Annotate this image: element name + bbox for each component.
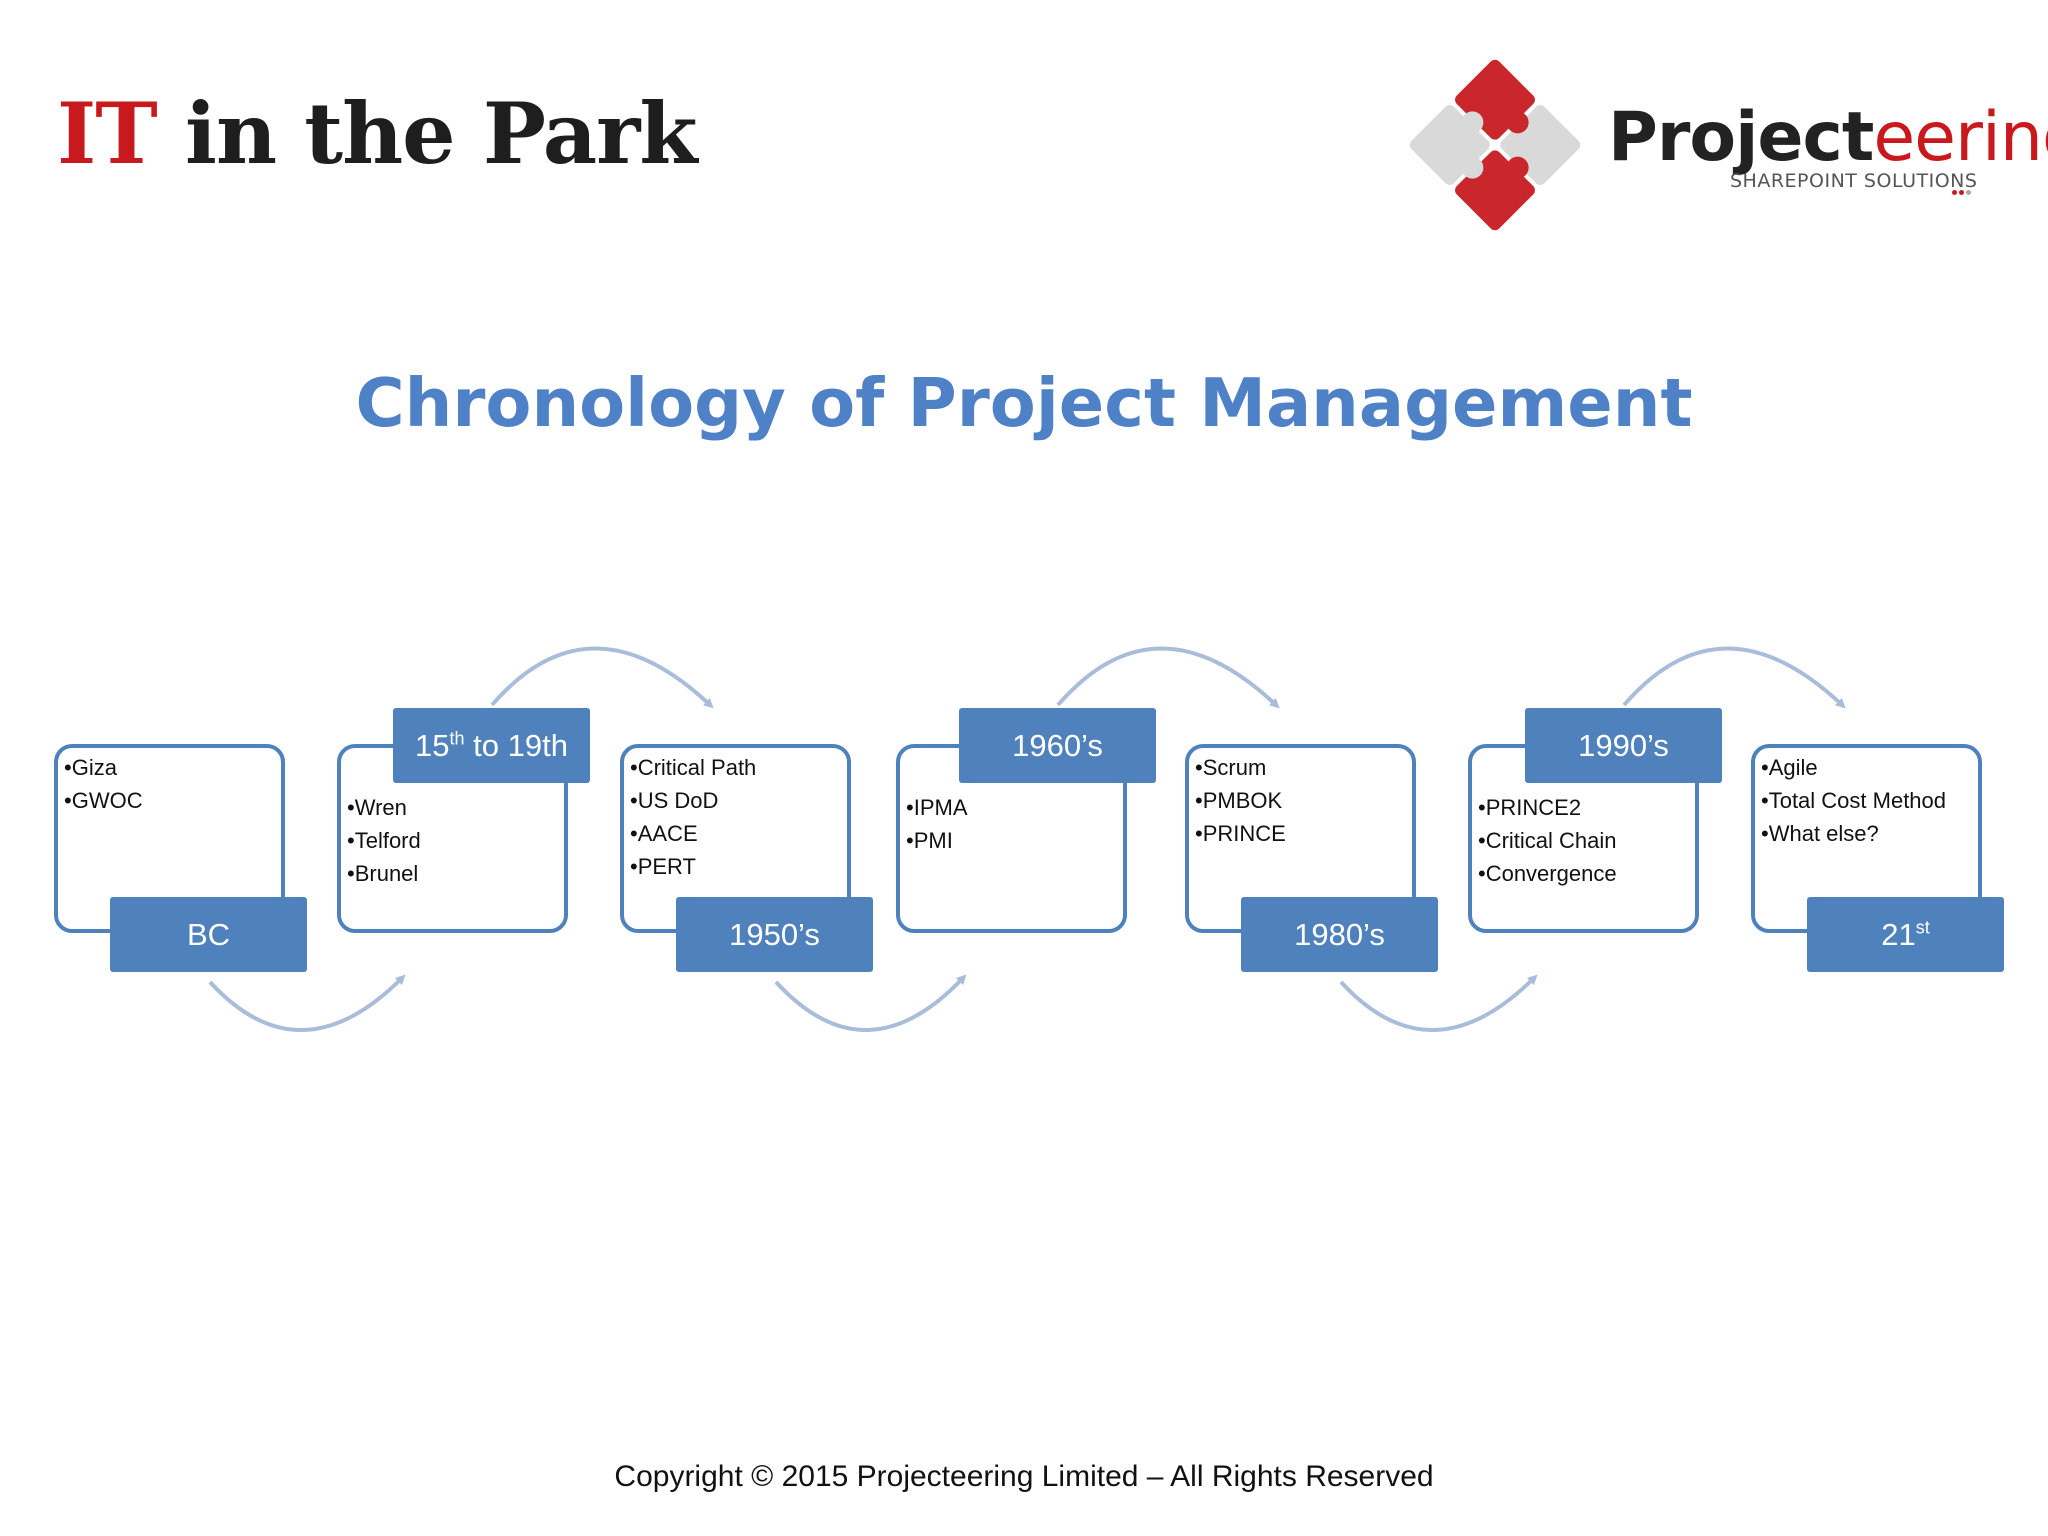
stage-items-1950s: Critical Path US DoD AACE PERT: [630, 751, 757, 883]
list-item: Agile: [1761, 751, 1946, 784]
stage-items-bc: Giza GWOC: [64, 751, 143, 817]
list-item: PRINCE: [1195, 817, 1286, 850]
stage-label-15th-19th: 15th to 19th: [393, 708, 590, 783]
stage-label-bc: BC: [110, 897, 307, 972]
arrow-1950s-to-1960s: [774, 974, 967, 1032]
stage-items-1990s: PRINCE2 Critical Chain Convergence: [1478, 791, 1617, 890]
company-name: Projecteering: [1608, 98, 2048, 177]
list-item: Total Cost Method: [1761, 784, 1946, 817]
list-item: PERT: [630, 850, 756, 883]
tagline-dots: [1952, 182, 1973, 200]
list-item: AACE: [630, 817, 756, 850]
it-in-the-park-logo: IT in the Park: [57, 92, 698, 176]
stage-label-21st: 21st: [1807, 897, 2004, 972]
page-title: Chronology of Project Management: [355, 364, 1693, 442]
company-tagline: SHAREPOINT SOLUTIONS: [1730, 170, 1978, 192]
list-item: Scrum: [1195, 751, 1286, 784]
list-item: Brunel: [347, 857, 421, 890]
list-item: What else?: [1761, 817, 1946, 850]
list-item: IPMA: [906, 791, 968, 824]
stage-label-1950s: 1950’s: [676, 897, 873, 972]
list-item: GWOC: [64, 784, 143, 817]
list-item: PMBOK: [1195, 784, 1286, 817]
list-item: Critical Path: [630, 751, 757, 784]
projecteering-logo: Projecteering SHAREPOINT SOLUTIONS: [1400, 50, 2048, 240]
list-item: Critical Chain: [1478, 824, 1617, 857]
list-item: PMI: [906, 824, 968, 857]
logo-park-text: in the Park: [156, 84, 698, 183]
arrow-15th-to-1950s: [490, 646, 714, 709]
stage-items-21st: Agile Total Cost Method What else?: [1761, 751, 1946, 850]
arrow-1980s-to-1990s: [1339, 974, 1538, 1032]
stage-items-1980s: Scrum PMBOK PRINCE: [1195, 751, 1286, 850]
arrow-1990s-to-21st: [1622, 646, 1846, 709]
list-item: Wren: [347, 791, 421, 824]
stage-items-1960s: IPMA PMI: [906, 791, 968, 857]
list-item: Telford: [347, 824, 421, 857]
copyright-footer: Copyright © 2015 Projecteering Limited –…: [614, 1460, 1434, 1493]
puzzle-diamond-icon: [1409, 59, 1581, 231]
stage-label-1980s: 1980’s: [1241, 897, 1438, 972]
list-item: Giza: [64, 751, 143, 784]
list-item: PRINCE2: [1478, 791, 1617, 824]
list-item: US DoD: [630, 784, 756, 817]
list-item: Convergence: [1478, 857, 1617, 890]
stage-items-15th-19th: Wren Telford Brunel: [347, 791, 421, 890]
stage-label-1990s: 1990’s: [1525, 708, 1722, 783]
arrow-1960s-to-1980s: [1056, 646, 1280, 709]
arrow-bc-to-15th: [208, 974, 406, 1032]
logo-it-text: IT: [57, 84, 158, 183]
stage-label-1960s: 1960’s: [959, 708, 1156, 783]
